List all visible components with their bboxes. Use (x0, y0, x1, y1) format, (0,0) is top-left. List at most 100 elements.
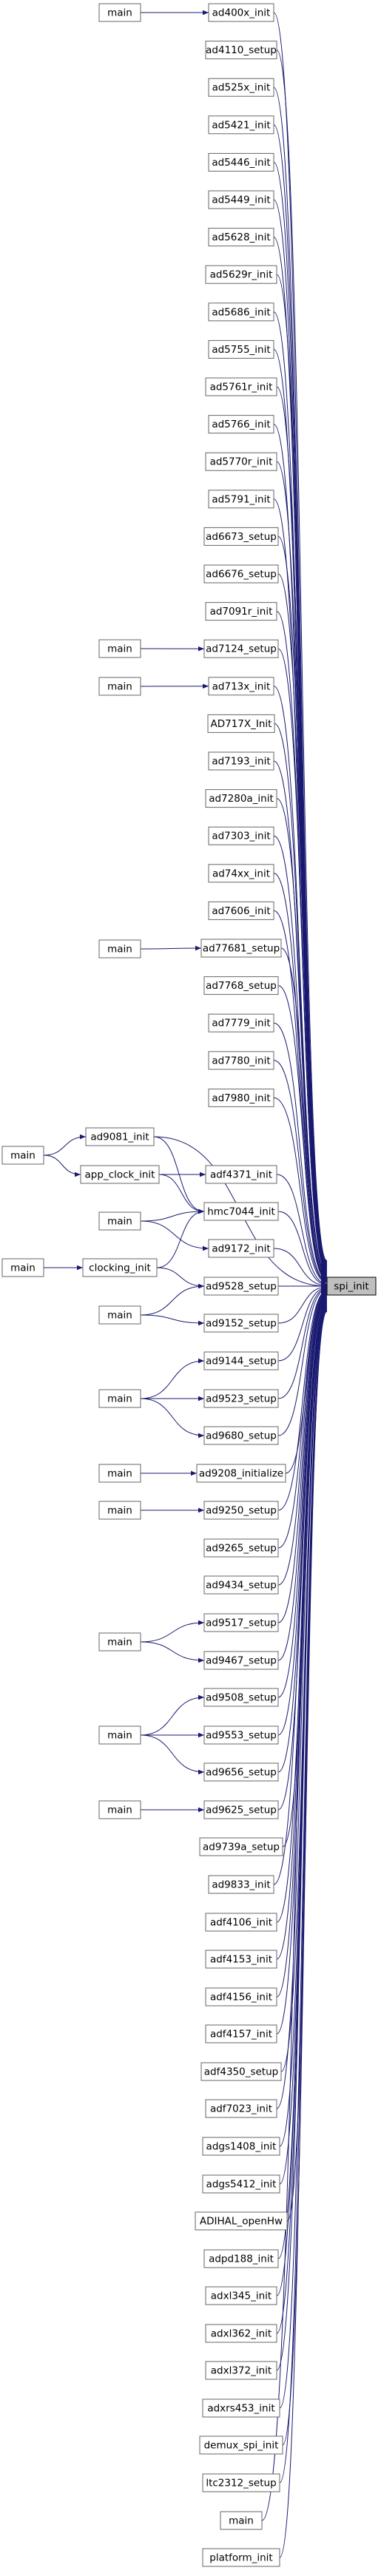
node-box (208, 1875, 274, 1894)
node-adf4106_init[interactable]: adf4106_init (205, 1913, 277, 1932)
node-ad5686_init[interactable]: ad5686_init (208, 302, 274, 322)
node-ad9250_setup[interactable]: ad9250_setup (203, 1501, 279, 1520)
node-main_c[interactable]: main (98, 677, 141, 696)
node-label: adf7023_init (210, 2103, 272, 2115)
node-ad5449_init[interactable]: ad5449_init (208, 190, 274, 209)
node-ad5791_init[interactable]: ad5791_init (208, 490, 274, 509)
node-app_clock_init[interactable]: app_clock_init (80, 1165, 160, 1184)
node-main_col3[interactable]: main (220, 2511, 263, 2530)
node-ad525x_init[interactable]: ad525x_init (208, 78, 274, 97)
node-AD717X_Init[interactable]: AD717X_Init (207, 714, 275, 733)
node-ad5770r_init[interactable]: ad5770r_init (205, 452, 277, 471)
node-adxl372_init[interactable]: adxl372_init (205, 2361, 277, 2380)
node-label: adxl372_init (211, 2365, 272, 2377)
node-ad9739a_setup[interactable]: ad9739a_setup (199, 1837, 283, 1856)
node-ad9680_setup[interactable]: ad9680_setup (203, 1426, 279, 1445)
node-ad9081_init[interactable]: ad9081_init (85, 1127, 155, 1146)
node-box (208, 152, 274, 172)
node-ad9172_init[interactable]: ad9172_init (208, 1239, 274, 1258)
node-ad4110_setup[interactable]: ad4110_setup (205, 41, 277, 60)
node-ad7124_setup[interactable]: ad7124_setup (203, 639, 279, 658)
node-ad400x_init[interactable]: ad400x_init (208, 3, 274, 22)
node-ad9434_setup[interactable]: ad9434_setup (203, 1575, 279, 1595)
node-ad9625_setup[interactable]: ad9625_setup (203, 1800, 279, 1819)
node-main_n[interactable]: main (98, 1800, 141, 1819)
node-adxrs453_init[interactable]: adxrs453_init (202, 2398, 280, 2418)
node-box (205, 1987, 277, 2007)
node-ad9208_initialize[interactable]: ad9208_initialize (196, 1464, 286, 1483)
node-ad9528_setup[interactable]: ad9528_setup (203, 1277, 279, 1296)
node-adf4371_init[interactable]: adf4371_init (205, 1165, 277, 1184)
node-ad7768_setup[interactable]: ad7768_setup (203, 976, 279, 995)
node-label: ltc2312_setup (206, 2478, 276, 2489)
node-ad9553_setup[interactable]: ad9553_setup (203, 1725, 279, 1745)
node-adf4153_init[interactable]: adf4153_init (205, 1950, 277, 1969)
node-ad7780_init[interactable]: ad7780_init (208, 1051, 274, 1070)
node-main_f[interactable]: main (98, 1211, 141, 1231)
node-main_k[interactable]: main (98, 1501, 141, 1520)
node-ad5629r_init[interactable]: ad5629r_init (205, 265, 277, 284)
node-ad5446_init[interactable]: ad5446_init (208, 152, 274, 172)
node-ad9152_setup[interactable]: ad9152_setup (203, 1314, 279, 1333)
node-adgs5412_init[interactable]: adgs5412_init (202, 2174, 280, 2194)
node-main_l[interactable]: main (98, 1632, 141, 1652)
node-ad77681_setup[interactable]: ad77681_setup (200, 939, 282, 958)
node-hmc7044_init[interactable]: hmc7044_init (203, 1202, 279, 1221)
node-adxl362_init[interactable]: adxl362_init (205, 2324, 277, 2343)
node-ad5628_init[interactable]: ad5628_init (208, 228, 274, 247)
node-ad5761r_init[interactable]: ad5761r_init (205, 377, 277, 396)
node-main_m[interactable]: main (98, 1725, 141, 1745)
node-main_e[interactable]: main (1, 1146, 44, 1165)
node-ad9144_setup[interactable]: ad9144_setup (203, 1351, 279, 1370)
node-ad6676_setup[interactable]: ad6676_setup (203, 564, 279, 584)
node-box (205, 377, 277, 396)
node-adf4157_init[interactable]: adf4157_init (205, 2024, 277, 2043)
node-main_j[interactable]: main (98, 1464, 141, 1483)
node-demux_spi_init[interactable]: demux_spi_init (199, 2435, 283, 2455)
node-ad9523_setup[interactable]: ad9523_setup (203, 1389, 279, 1408)
node-main_d[interactable]: main (98, 939, 141, 959)
node-main_a[interactable]: main (98, 3, 141, 22)
node-box (208, 190, 274, 209)
node-main_h[interactable]: main (98, 1305, 141, 1325)
node-platform_init[interactable]: platform_init (202, 2548, 280, 2567)
node-ad9508_setup[interactable]: ad9508_setup (203, 1688, 279, 1707)
node-label: main (107, 7, 132, 19)
node-ad5766_init[interactable]: ad5766_init (208, 415, 274, 434)
node-ad7779_init[interactable]: ad7779_init (208, 1013, 274, 1032)
node-box (208, 3, 274, 22)
edge-ad5761r_init-to-spi_init (276, 386, 328, 1271)
edge-ad9833_init-to-spi_init (273, 1296, 328, 1885)
node-adf4156_init[interactable]: adf4156_init (205, 1987, 277, 2007)
node-main_g[interactable]: main (1, 1258, 44, 1277)
node-box (98, 1725, 141, 1745)
node-ad7193_init[interactable]: ad7193_init (208, 751, 274, 771)
node-clocking_init[interactable]: clocking_init (82, 1258, 158, 1277)
node-ad9517_setup[interactable]: ad9517_setup (203, 1613, 279, 1632)
node-ad9467_setup[interactable]: ad9467_setup (203, 1651, 279, 1670)
node-adf7023_init[interactable]: adf7023_init (205, 2099, 277, 2118)
node-ad9833_init[interactable]: ad9833_init (208, 1875, 274, 1894)
node-ltc2312_setup[interactable]: ltc2312_setup (202, 2473, 280, 2492)
node-ad5421_init[interactable]: ad5421_init (208, 115, 274, 135)
node-box (208, 339, 274, 359)
node-adf4350_setup[interactable]: adf4350_setup (200, 2062, 282, 2081)
node-ad5755_init[interactable]: ad5755_init (208, 339, 274, 359)
node-ad7091r_init[interactable]: ad7091r_init (205, 602, 277, 621)
node-ad74xx_init[interactable]: ad74xx_init (208, 864, 274, 883)
node-ad7303_init[interactable]: ad7303_init (208, 826, 274, 845)
node-ad7980_init[interactable]: ad7980_init (208, 1088, 274, 1107)
node-adxl345_init[interactable]: adxl345_init (205, 2286, 277, 2305)
node-ad713x_init[interactable]: ad713x_init (208, 677, 274, 696)
node-ad9265_setup[interactable]: ad9265_setup (203, 1538, 279, 1558)
node-ad9656_setup[interactable]: ad9656_setup (203, 1762, 279, 1782)
node-ad6673_setup[interactable]: ad6673_setup (203, 527, 279, 546)
node-adgs1408_init[interactable]: adgs1408_init (202, 2137, 280, 2156)
node-main_b[interactable]: main (98, 639, 141, 658)
node-ad7280a_init[interactable]: ad7280a_init (205, 789, 277, 808)
node-ADIHAL_openHw[interactable]: ADIHAL_openHw (195, 2211, 288, 2231)
node-adpd188_init[interactable]: adpd188_init (203, 2249, 279, 2268)
node-ad7606_init[interactable]: ad7606_init (208, 901, 274, 920)
node-spi_init-target[interactable]: spi_init (326, 1277, 377, 1296)
node-main_i[interactable]: main (98, 1389, 141, 1408)
